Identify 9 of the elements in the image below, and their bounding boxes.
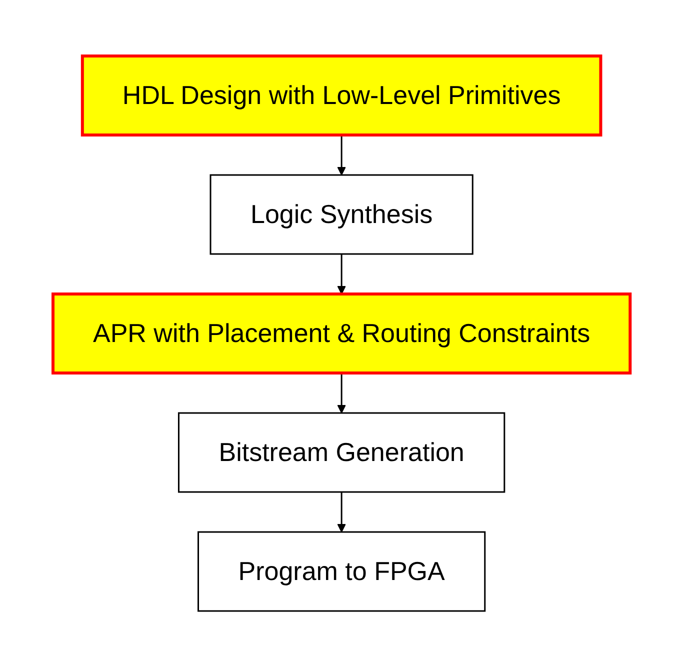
arrow xyxy=(337,492,346,532)
node-box: APR with Placement & Routing Constraints xyxy=(51,292,632,374)
node-box: Bitstream Generation xyxy=(178,412,506,492)
arrow xyxy=(337,254,346,294)
arrow xyxy=(337,134,346,175)
node-box: HDL Design with Low-Level Primitives xyxy=(80,54,602,136)
arrow xyxy=(337,372,346,413)
node-box: Logic Synthesis xyxy=(210,174,474,254)
node-box: Program to FPGA xyxy=(197,530,486,612)
